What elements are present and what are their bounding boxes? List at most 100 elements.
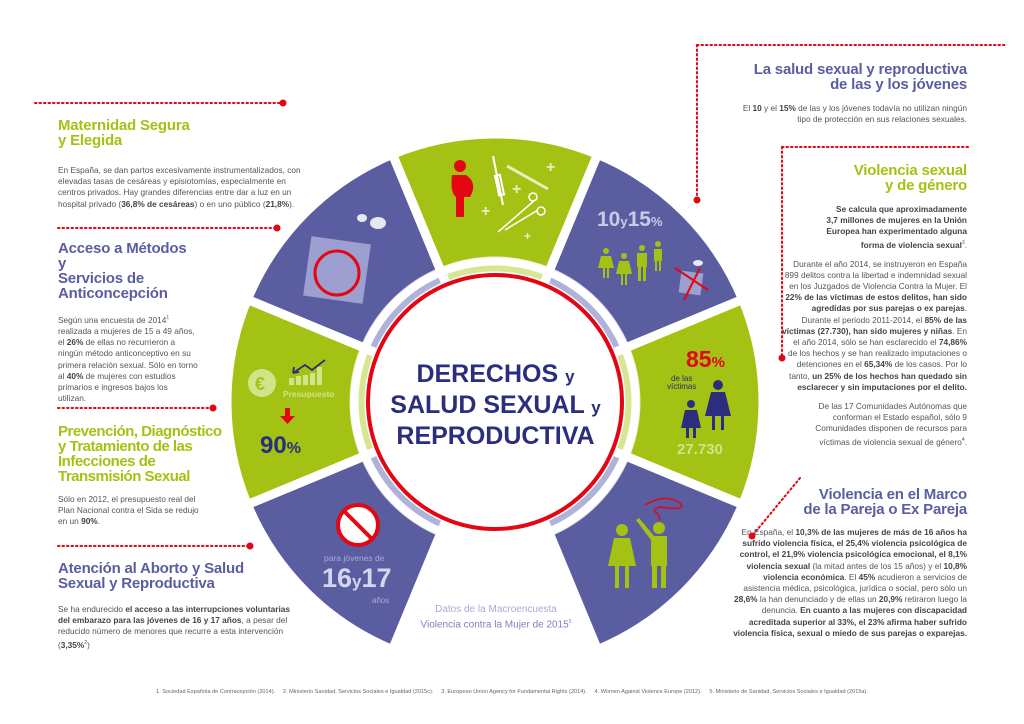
text-line: Sexual y Reproductiva — [58, 575, 215, 592]
youth-stat-y: y — [620, 214, 628, 229]
victims-pct-symbol: % — [711, 354, 725, 371]
minors-label: para jóvenes de — [324, 553, 385, 563]
budget-label: Presupuesto — [283, 389, 335, 399]
chart-down-icon — [289, 359, 326, 385]
text-line: Servicios de — [58, 270, 144, 287]
text-line: Atención al Aborto y Salud — [58, 560, 244, 577]
connector-dot — [778, 354, 786, 362]
text-line: de las y los jóvenes — [830, 76, 967, 93]
connector-dot — [693, 196, 701, 204]
text-run: la han denunciado y de ellas un — [757, 594, 879, 605]
text-run: 45% — [858, 571, 876, 582]
text-run: 90% — [81, 516, 98, 527]
title-line-1: DERECHOS — [416, 360, 559, 388]
connector-dot — [273, 224, 281, 232]
text-line: La salud sexual y reproductiva — [753, 61, 967, 78]
text-line: de la Pareja o Ex Pareja — [803, 501, 967, 518]
text-run: 3 — [961, 239, 965, 246]
text-run: de las y los jóvenes todavía no utilizan… — [795, 103, 967, 125]
text-run: 15% — [779, 103, 796, 113]
youth-stat-a: 10 — [597, 208, 621, 231]
text-run: 74,86% — [938, 337, 967, 347]
section-text: En España, el 10,3% de las mujeres de má… — [725, 527, 967, 639]
text-run: 20,9% — [878, 594, 903, 605]
budget-cut: 90% — [260, 432, 301, 460]
text-run: 2 — [84, 639, 88, 646]
euro-icon: € — [248, 369, 276, 397]
text-run: Durante el año 2014, se instruyeron en E… — [784, 258, 967, 291]
text-run: 26% — [66, 337, 84, 348]
text-run: 28,6% — [734, 594, 758, 605]
text-run: realizada a mujeres de 15 a 49 años, el — [58, 325, 195, 348]
section-text: El 10 y el 15% de las y los jóvenes toda… — [740, 103, 967, 125]
svg-text:+: + — [546, 159, 555, 176]
text-run: En España, el — [741, 527, 796, 537]
footnote: 5. Ministerio de Sanidad, Servicios Soci… — [709, 689, 868, 695]
text-run: y el — [761, 103, 780, 113]
text-run: de los casos. Por lo tanto, — [789, 359, 967, 381]
section-text: Se calcula que aproximadamente 3,7 millo… — [825, 204, 967, 251]
text-run: el acceso a las interrupciones voluntari… — [58, 604, 290, 626]
people-icon — [598, 241, 662, 285]
plus-icons: ++++ — [481, 159, 555, 243]
budget-cut-value: 90 — [260, 432, 287, 459]
data-source-line-2: Violencia contra la Mujer de 2015 — [420, 619, 569, 631]
youth-stat-b: 15 — [627, 208, 651, 231]
text-run: 21,8% — [265, 198, 290, 209]
arrow-down-icon — [280, 408, 295, 424]
text-run: En cuanto a las mujeres con discapacidad… — [733, 605, 967, 638]
text-run: 85% de las víctimas (27.730), han sido m… — [782, 314, 967, 336]
text-run: 36,8% de cesáreas — [121, 198, 195, 209]
text-run: 10,8% violencia económica — [763, 560, 967, 582]
text-line: Prevención, Diagnóstico — [58, 423, 222, 440]
victims-pct: 85% — [686, 346, 725, 373]
text-line: Violencia en el Marco — [818, 486, 967, 503]
text-run: ). — [289, 198, 295, 209]
text-run: acudieron a servicios de asistencia médi… — [743, 571, 967, 594]
text-run: de los hechos y se han realizado imputac… — [788, 348, 967, 370]
footnote: 4. Women Against Violence Europe (2012). — [594, 689, 702, 695]
connector-dot — [246, 542, 254, 550]
section-text-3: De las 17 Comunidades Autónomas que conf… — [770, 401, 967, 448]
title-line-2: SALUD SEXUAL — [390, 391, 585, 419]
aggressor-icon — [608, 497, 683, 588]
text-run: 40% — [66, 370, 84, 381]
wheel — [222, 129, 768, 656]
text-run: . Durante el periodo 2011-2014, el — [801, 303, 967, 325]
data-source-line-1: Datos de la Macroencuesta — [435, 604, 557, 615]
text-run: , a pesar del reducido número de menores… — [58, 615, 288, 650]
section-text: En España, se dan partos excesivamente i… — [58, 165, 303, 210]
text-run: (la mitad antes de los 15 años) y el — [810, 560, 944, 571]
connector-dot — [748, 532, 756, 540]
text-run: . En el año 2014, sólo se han esclarecid… — [793, 325, 967, 347]
text-run: . — [964, 239, 967, 250]
section-text: Según una encuesta de 20141 realizada a … — [58, 313, 198, 404]
connector-dot — [209, 404, 217, 412]
minors-ages: 16y17 — [322, 563, 392, 594]
footnote: 3. European Union Agency for Fundamental… — [441, 689, 587, 695]
text-run: . — [964, 436, 967, 447]
svg-text:€: € — [255, 374, 265, 394]
svg-text:+: + — [524, 229, 531, 243]
svg-text:+: + — [481, 203, 490, 220]
text-run: de ellas no recurrieron a ningún método … — [58, 337, 198, 381]
text-line: Transmisión Sexual — [58, 468, 190, 485]
title-line-3: REPRODUCTIVA — [396, 422, 595, 450]
center-circle — [366, 273, 624, 531]
text-run: 22% de las víctimas de estos delitos, ha… — [785, 292, 967, 314]
section-text: Se ha endurecido el acceso a las interru… — [58, 604, 293, 651]
no-health-cross-icon — [336, 503, 380, 547]
footnote: 2. Ministerio Sanidad, Servicios Sociale… — [282, 689, 434, 695]
